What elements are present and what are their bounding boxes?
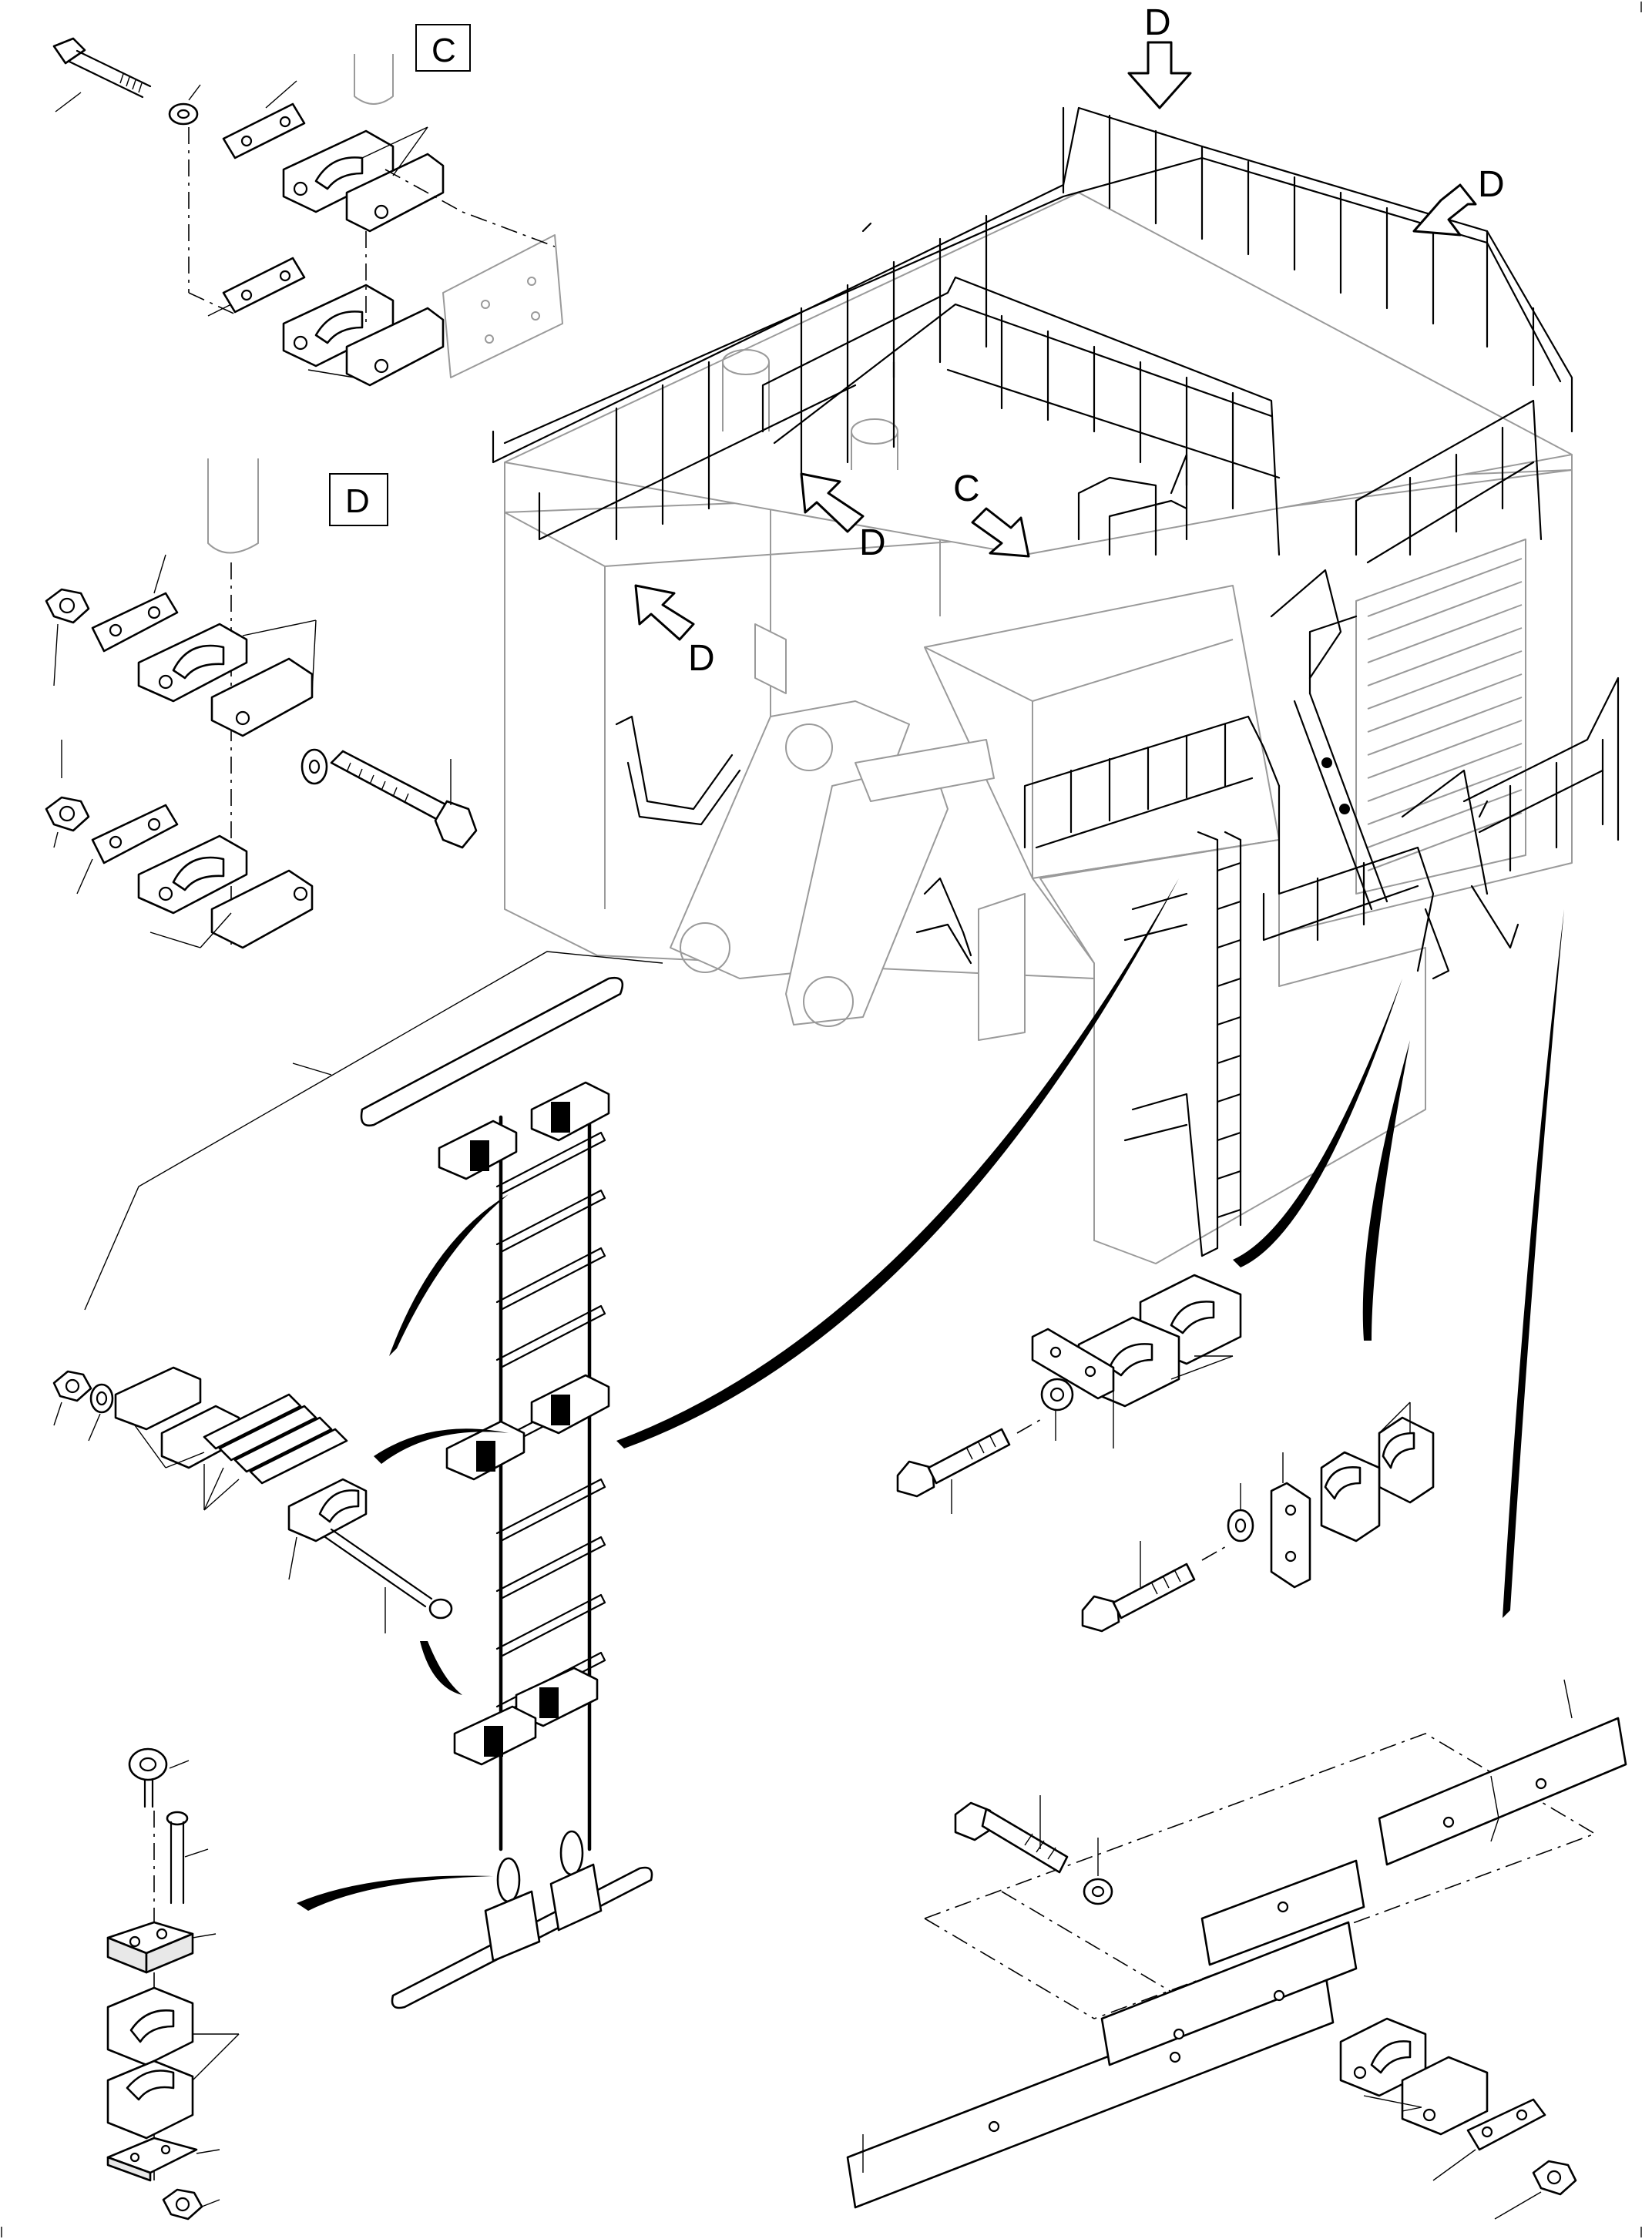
plate-assembly-small-plate (1466, 2098, 1546, 2151)
detail-c-clamp-upper (282, 129, 445, 233)
view-arrow-d-top: D (1127, 2, 1192, 109)
lower-right-plate-assembly (846, 1679, 1627, 2220)
left-long-bolt (324, 1528, 453, 1620)
view-arrow-d-left-label: D (688, 638, 715, 679)
right-lower-plate (1270, 1482, 1311, 1589)
left-nut (52, 1370, 92, 1402)
plate-upper (1200, 1859, 1365, 1966)
view-arrow-d-top-label: D (1144, 2, 1171, 43)
detail-c-clamp-lower (282, 284, 445, 387)
plate-assembly-clamp (1339, 2017, 1489, 2136)
right-upper-bolt (896, 1428, 1011, 1498)
detail-d-plate-upper (91, 592, 179, 653)
detail-d-washer (301, 748, 328, 785)
exploded-clamp-right-lower (1081, 909, 1564, 1633)
view-arrow-d-center: D (800, 472, 886, 563)
detail-d-clamp-lower (137, 834, 314, 949)
bottom-shackles (484, 1830, 603, 1962)
rail-clamp-top (438, 1081, 610, 1180)
mid-handrail (1023, 676, 1620, 980)
detail-c-box (415, 24, 471, 72)
eyebolt-shaft (166, 1811, 189, 1905)
ladder-cable-assembly (84, 878, 1179, 2009)
detail-c-mount-block (442, 234, 563, 378)
right-upper-washer (1040, 1378, 1074, 1412)
exploded-clamp-right-upper (896, 979, 1410, 1514)
detail-c-plate-upper (222, 102, 306, 159)
detail-c: C (52, 24, 563, 387)
rail-clamp-bottom (453, 1667, 599, 1766)
plate-middle (1100, 1921, 1358, 2066)
detail-d-nut-lower (45, 796, 90, 832)
diagonal-ladder (1293, 692, 1388, 911)
right-lower-bolt (1081, 1563, 1196, 1633)
vertical-ladder (1123, 831, 1242, 1257)
small-pipes (615, 222, 1188, 965)
plate-assembly-bolt (954, 1801, 1069, 1874)
right-handrail (1270, 399, 1543, 695)
detail-d-box (329, 473, 388, 526)
eyebolt-stack (106, 1747, 240, 2221)
detail-d-plate-lower (91, 804, 179, 864)
eyebolt-clamp-lower (106, 2059, 194, 2140)
right-lower-washer (1227, 1509, 1254, 1542)
detail-d-clamp-upper (137, 623, 314, 737)
eyebolt (128, 1747, 168, 1808)
view-arrow-c-center: C (953, 468, 1030, 558)
detail-c-label: C (431, 32, 456, 69)
exploded-clamp-left (52, 1366, 453, 1633)
detail-d-label: D (345, 482, 370, 520)
machine-housing (504, 192, 1573, 1264)
boom-arms (670, 623, 1026, 1041)
view-arrow-d-center-label: D (859, 522, 886, 563)
view-arrow-d-left: D (634, 584, 715, 679)
eyebolt-nut (162, 2188, 203, 2221)
eyebolt-plate (106, 2137, 198, 2182)
upper-handrail-rear (492, 106, 1573, 541)
plate-assembly-washer (1083, 1878, 1113, 1905)
plate-assembly-nut (1532, 2160, 1577, 2196)
plate-long (846, 1971, 1335, 2209)
rail-clamp-middle (445, 1374, 610, 1481)
view-arrow-c-center-label: C (953, 468, 980, 509)
view-arrow-d-right: D (1412, 164, 1505, 237)
upper-handrail-inner (761, 276, 1281, 556)
detail-c-plate-lower (222, 257, 306, 314)
detail-d-nut-upper (45, 588, 90, 624)
plate-top-right (1378, 1717, 1627, 1866)
radiator-grille (1367, 558, 1523, 871)
eyebolt-block (106, 1921, 194, 1974)
eyebolt-clamp-upper (106, 1986, 194, 2066)
view-arrow-d-right-label: D (1478, 164, 1505, 205)
detail-d: D (45, 458, 478, 949)
detail-c-bolt (52, 37, 152, 99)
detail-d-bolt (330, 750, 478, 849)
